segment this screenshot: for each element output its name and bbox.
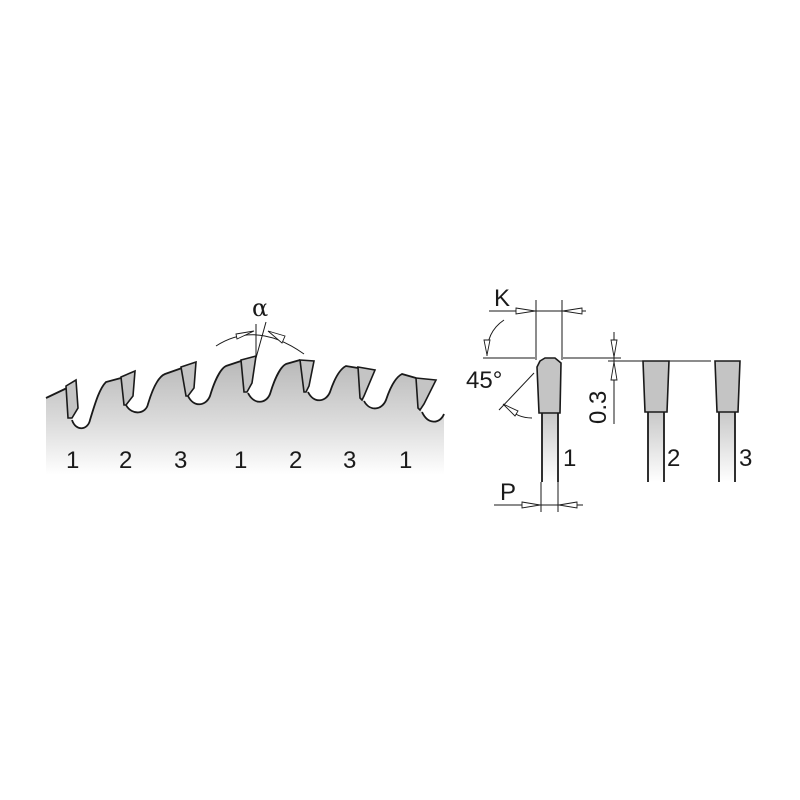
offset-arrow-bottom-icon [610, 361, 618, 381]
tooth-number: 1 [66, 447, 79, 474]
chamfer-arrow-top-icon [483, 339, 491, 356]
tooth-sequence: 1 2 3 1 2 3 1 [66, 447, 412, 474]
chamfer-angle-label: 45° [466, 367, 502, 394]
offset-arrow-top-icon [610, 339, 618, 358]
kerf-dimension: K [489, 285, 586, 360]
tooth-number: 3 [343, 447, 356, 474]
blade-body [46, 360, 444, 475]
chamfer-arrow-bottom-icon [502, 403, 519, 417]
tooth-tip-3 [180, 360, 197, 397]
cross-section-tooth-2: 2 [642, 360, 680, 482]
tooth-number: 3 [174, 447, 187, 474]
tooth-label-3: 3 [739, 445, 752, 472]
tip-3 [714, 360, 741, 413]
tooth-tip-5 [299, 359, 315, 393]
tooth-number: 1 [234, 447, 247, 474]
plate-arrow-left-icon [521, 501, 541, 509]
tooth-label-1: 1 [563, 445, 576, 472]
tip-2 [642, 360, 670, 413]
plate-arrow-right-icon [558, 501, 578, 509]
blade-tooth-outline [45, 359, 445, 430]
cross-section-tooth-3: 3 [714, 360, 752, 482]
blade-side-view: α 1 2 3 1 2 3 1 [45, 294, 445, 475]
kerf-arrow-right-icon [562, 307, 583, 315]
chamfer-angle-annotation: 45° [466, 319, 535, 419]
cross-section-tooth-1: 1 [536, 357, 576, 482]
plate-3 [719, 412, 735, 482]
alpha-arrow-left-icon [235, 330, 255, 340]
tooth-tip-6 [357, 366, 377, 402]
alpha-arrow-right-icon [267, 330, 286, 344]
height-offset-label: 0.3 [585, 391, 612, 424]
rake-angle-annotation: α [215, 294, 305, 359]
tooth-tip-2 [120, 369, 136, 406]
tooth-label-2: 2 [667, 445, 680, 472]
alpha-label: α [252, 294, 268, 322]
tooth-tip-4 [240, 354, 257, 393]
tooth-number: 2 [119, 447, 132, 474]
plate-dimension: P [494, 479, 583, 512]
tooth-tip-1 [65, 378, 79, 419]
kerf-arrow-left-icon [515, 307, 536, 315]
tooth-tip-7 [415, 377, 438, 412]
plate-label: P [500, 479, 516, 506]
tooth-number: 2 [289, 447, 302, 474]
tip-1 [536, 357, 562, 414]
height-offset-dimension: 0.3 [585, 332, 618, 424]
kerf-label: K [494, 285, 510, 312]
plate-2 [648, 412, 664, 482]
tooth-cross-section: 1 2 3 K [466, 285, 752, 512]
plate-1 [542, 412, 558, 482]
tooth-number: 1 [399, 447, 412, 474]
